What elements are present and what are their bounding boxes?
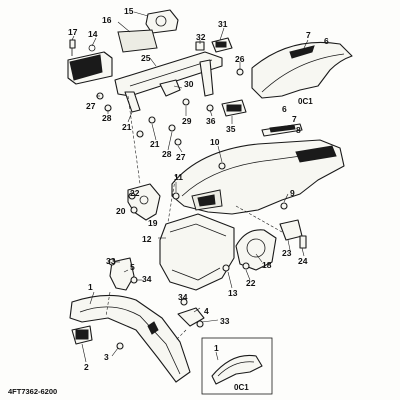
callout-numbers: 15 16 17 14 25 32 31 26 30 27 28 21 29 3… [8, 6, 329, 396]
tail-light-housing [67, 44, 113, 85]
callout-28a: 28 [102, 113, 112, 123]
callout-28b: 28 [162, 149, 172, 159]
front-fender [69, 294, 191, 383]
callout-8: 8 [296, 125, 301, 135]
callout-14: 14 [88, 29, 98, 39]
callout-1a: 1 [88, 282, 93, 292]
callout-5: 5 [130, 262, 135, 272]
callout-9: 9 [290, 188, 295, 198]
inset-label-top: 0C1 [298, 97, 313, 106]
callout-6b: 6 [282, 104, 287, 114]
inner-fender-12 [159, 213, 235, 291]
diagram-code: 4FT7362-6200 [8, 387, 57, 396]
callout-12: 12 [142, 234, 152, 244]
fastener-group-top [96, 68, 244, 146]
callout-4: 4 [204, 306, 209, 316]
reflector-31 [211, 37, 233, 53]
emblem-2 [71, 325, 93, 345]
callout-20: 20 [116, 206, 126, 216]
bolt-22 [128, 192, 136, 200]
callout-7b: 7 [292, 114, 297, 124]
callout-21b: 21 [150, 139, 160, 149]
callout-19: 19 [148, 218, 158, 228]
leader-lines [71, 11, 305, 363]
side-cover-18 [235, 229, 277, 271]
callout-11: 11 [174, 172, 183, 182]
callout-34a: 34 [142, 274, 152, 284]
bolt-20 [130, 206, 138, 214]
bracket-23 [279, 219, 303, 241]
callout-34b: 34 [178, 292, 188, 302]
tail-lens [117, 29, 158, 53]
callout-17: 17 [68, 27, 78, 37]
callout-32: 32 [196, 32, 206, 42]
callout-18: 18 [262, 260, 272, 270]
bolt-24 [299, 235, 307, 249]
callout-7a: 7 [306, 30, 311, 40]
callout-21a: 21 [122, 122, 132, 132]
callout-26: 26 [235, 54, 245, 64]
assembly-guides [105, 95, 283, 341]
callout-13: 13 [228, 288, 238, 298]
clamp-30 [159, 79, 181, 97]
fastener-group-mid [172, 162, 288, 272]
callout-23: 23 [282, 248, 292, 258]
callout-3: 3 [104, 352, 109, 362]
inset-label-bottom: 0C1 [234, 383, 249, 392]
callout-10: 10 [210, 137, 220, 147]
callout-2: 2 [84, 362, 89, 372]
inset-rear-fender [251, 39, 353, 99]
callout-22b: 22 [246, 278, 256, 288]
callout-25: 25 [141, 53, 151, 63]
fender-strip [261, 123, 303, 137]
fender-bracket-5 [109, 257, 135, 291]
tail-light-plate [145, 9, 179, 34]
callout-16: 16 [102, 15, 112, 25]
callout-33b: 33 [220, 316, 230, 326]
callout-30: 30 [184, 79, 194, 89]
callout-35: 35 [226, 124, 236, 134]
inset-front-fender-box [201, 337, 273, 395]
callout-22a: 22 [130, 188, 140, 198]
callout-27a: 27 [86, 101, 96, 111]
tail-light-bracket [114, 51, 223, 113]
bolt-3 [116, 342, 124, 350]
callout-33a: 33 [106, 256, 116, 266]
callout-31: 31 [218, 19, 228, 29]
callout-29: 29 [182, 116, 192, 126]
callout-1b: 1 [214, 343, 219, 353]
bolt-33-right [196, 320, 204, 328]
callout-36: 36 [206, 116, 216, 126]
callout-27b: 27 [176, 152, 186, 162]
callout-6a: 6 [324, 36, 329, 46]
callout-15: 15 [124, 6, 134, 16]
callout-24: 24 [298, 256, 308, 266]
bolt-17 [69, 39, 76, 56]
reflector-35 [221, 99, 247, 117]
rear-fender [171, 139, 345, 215]
